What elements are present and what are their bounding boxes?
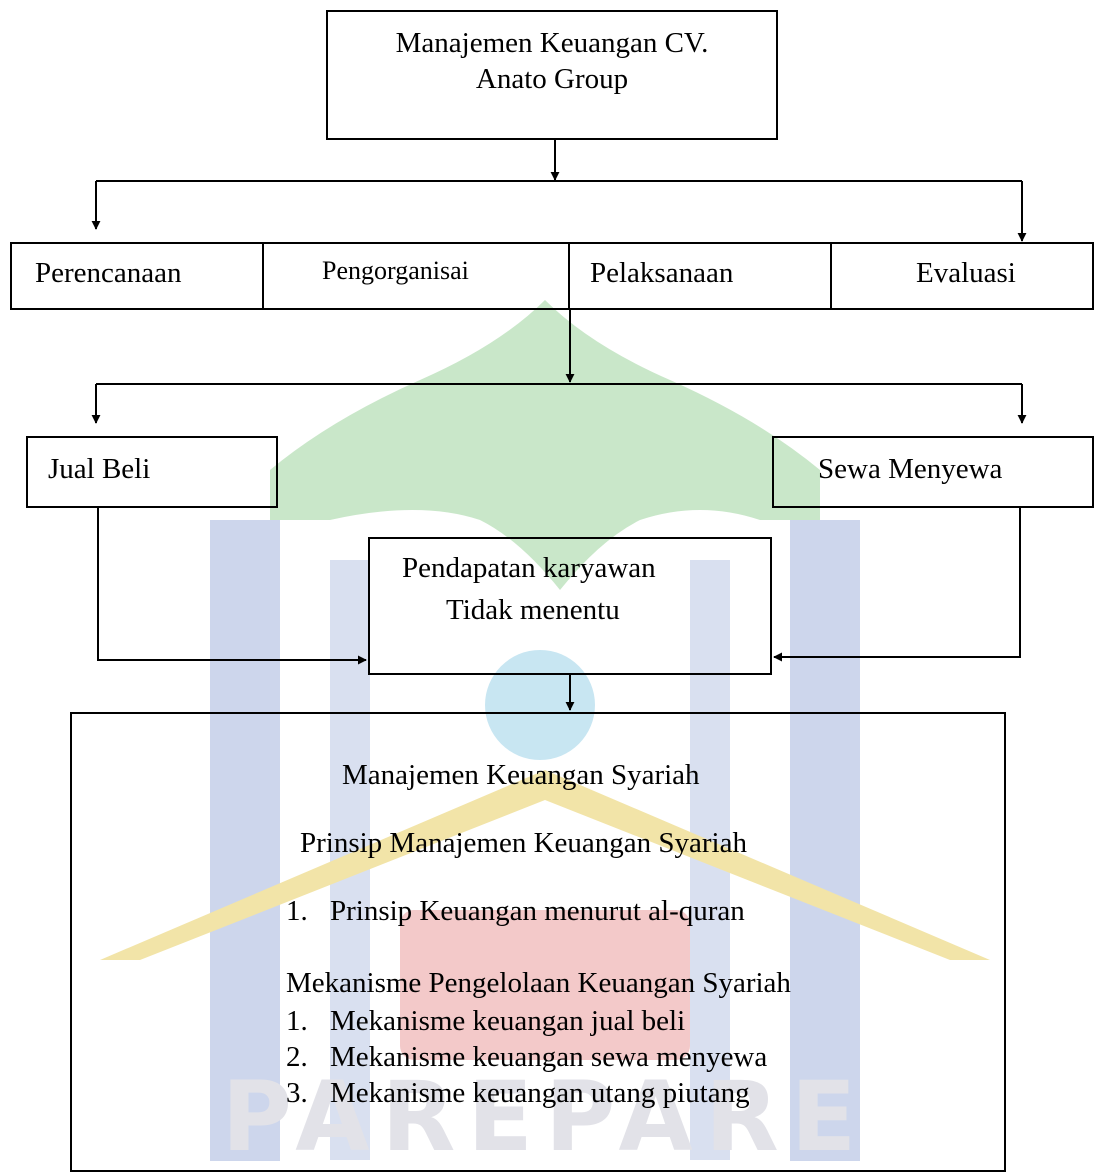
mechanism-item: 2. Mekanisme keuangan sewa menyewa <box>286 1040 767 1074</box>
mechanism-item-text: Mekanisme keuangan sewa menyewa <box>330 1041 768 1073</box>
principle-heading: Prinsip Manajemen Keuangan Syariah <box>300 827 747 859</box>
income-line1: Pendapatan karyawan <box>402 552 656 584</box>
watermark-text: PAREPARE <box>222 1061 869 1161</box>
top-box-line2: Anato Group <box>475 63 629 95</box>
income-box <box>368 537 772 675</box>
function-perencanaan-label: Perencanaan <box>35 257 182 289</box>
principle-item: 1. Prinsip Keuangan menurut al-quran <box>286 894 745 928</box>
principle-item-number: 1. <box>286 895 308 927</box>
principle-item-text: Prinsip Keuangan menurut al-quran <box>330 895 745 927</box>
function-evaluasi-box <box>830 242 1094 310</box>
function-pengorganisasian-label: Pengorganisai <box>322 256 469 285</box>
function-evaluasi-label: Evaluasi <box>916 257 1016 289</box>
activity-jual-beli-box <box>26 436 278 508</box>
top-box-line1: Manajemen Keuangan CV. <box>395 27 709 59</box>
watermark-globe <box>485 650 595 760</box>
mechanism-item-number: 2. <box>286 1041 308 1073</box>
mechanism-heading: Mekanisme Pengelolaan Keuangan Syariah <box>286 967 791 999</box>
mechanism-item: 3. Mekanisme keuangan utang piutang <box>286 1076 750 1110</box>
income-line2: Tidak menentu <box>446 594 620 626</box>
activity-sewa-menyewa-label: Sewa Menyewa <box>818 453 1003 485</box>
mechanism-item-text: Mekanisme keuangan jual beli <box>330 1005 686 1037</box>
mechanism-item-text: Mekanisme keuangan utang piutang <box>330 1077 750 1109</box>
mechanism-item: 1. Mekanisme keuangan jual beli <box>286 1004 685 1038</box>
activity-sewa-menyewa-box <box>772 436 1094 508</box>
function-pelaksanaan-label: Pelaksanaan <box>590 257 734 289</box>
mechanism-item-number: 1. <box>286 1005 308 1037</box>
syariah-title: Manajemen Keuangan Syariah <box>342 759 700 791</box>
watermark-emblem <box>400 910 690 1060</box>
watermark-dome <box>270 300 820 590</box>
activity-jual-beli-label: Jual Beli <box>48 453 151 485</box>
mechanism-item-number: 3. <box>286 1077 308 1109</box>
top-box <box>326 10 778 140</box>
